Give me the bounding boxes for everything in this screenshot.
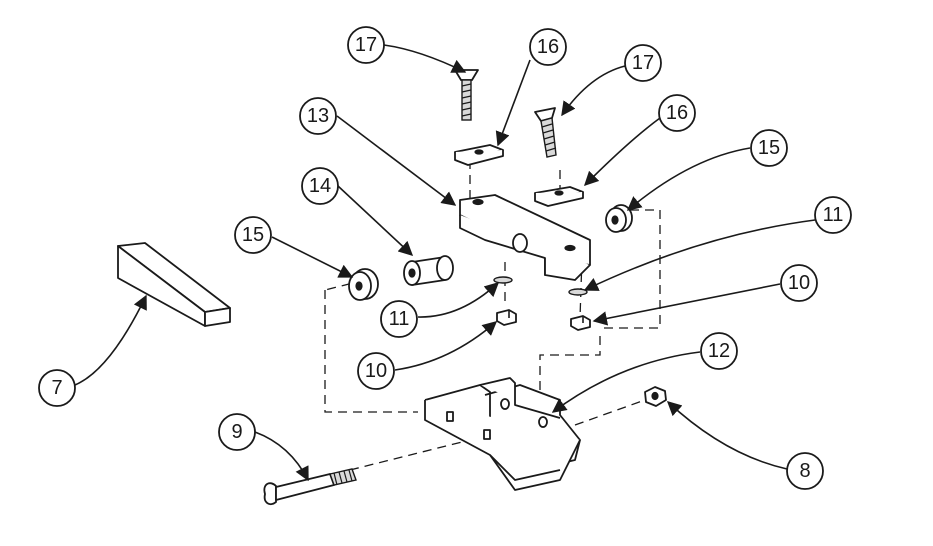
callout-11-right: 11 — [814, 196, 852, 234]
part-15-washer-right — [605, 204, 633, 233]
callout-16-right: 16 — [658, 94, 696, 132]
callout-label: 17 — [355, 34, 377, 56]
callout-label: 10 — [365, 360, 387, 382]
callout-label: 15 — [758, 137, 780, 159]
callout-label: 10 — [788, 272, 810, 294]
callout-15-right: 15 — [750, 129, 788, 167]
part-9-bolt — [263, 468, 357, 506]
callout-10-left: 10 — [357, 352, 395, 390]
callout-label: 16 — [666, 102, 688, 124]
callout-label: 14 — [309, 175, 331, 197]
callout-9: 9 — [218, 413, 256, 451]
part-12-u-bracket — [424, 377, 581, 491]
callout-17-top-right: 17 — [624, 44, 662, 82]
callout-label: 11 — [823, 204, 844, 226]
callout-10-right: 10 — [780, 264, 818, 302]
callout-label: 12 — [708, 340, 730, 362]
callout-13: 13 — [299, 97, 337, 135]
callout-7: 7 — [38, 369, 76, 407]
callout-14: 14 — [301, 167, 339, 205]
part-16-plate-right — [534, 186, 584, 207]
part-7-block — [117, 242, 231, 327]
callout-15-left: 15 — [234, 216, 272, 254]
part-14-bushing — [403, 255, 454, 286]
part-11-washer-right — [568, 288, 588, 296]
part-17-screw-right — [534, 107, 557, 158]
callout-16-top: 16 — [529, 28, 567, 66]
part-13-bracket — [459, 194, 591, 281]
callout-label: 15 — [242, 224, 264, 246]
part-17-screw-left — [454, 69, 479, 121]
callout-label: 9 — [231, 421, 242, 443]
part-15-washer-left — [348, 268, 379, 301]
callout-label: 13 — [307, 105, 329, 127]
callout-label: 7 — [51, 377, 62, 399]
callout-label: 11 — [389, 308, 410, 330]
callout-label: 8 — [799, 460, 810, 482]
part-16-plate-left — [454, 144, 504, 166]
callout-label: 17 — [632, 52, 654, 74]
callout-8: 8 — [786, 452, 824, 490]
callout-17-top-left: 17 — [347, 26, 385, 64]
callout-label: 16 — [537, 36, 559, 58]
callout-12: 12 — [700, 332, 738, 370]
part-10-nut-right — [570, 315, 591, 331]
part-10-nut-left — [496, 309, 517, 326]
assembly-dash-lines — [324, 160, 661, 471]
part-8-nut — [644, 386, 667, 407]
callout-11-left: 11 — [380, 300, 418, 338]
leader-lines — [74, 44, 816, 482]
part-11-washer-left — [493, 276, 513, 284]
